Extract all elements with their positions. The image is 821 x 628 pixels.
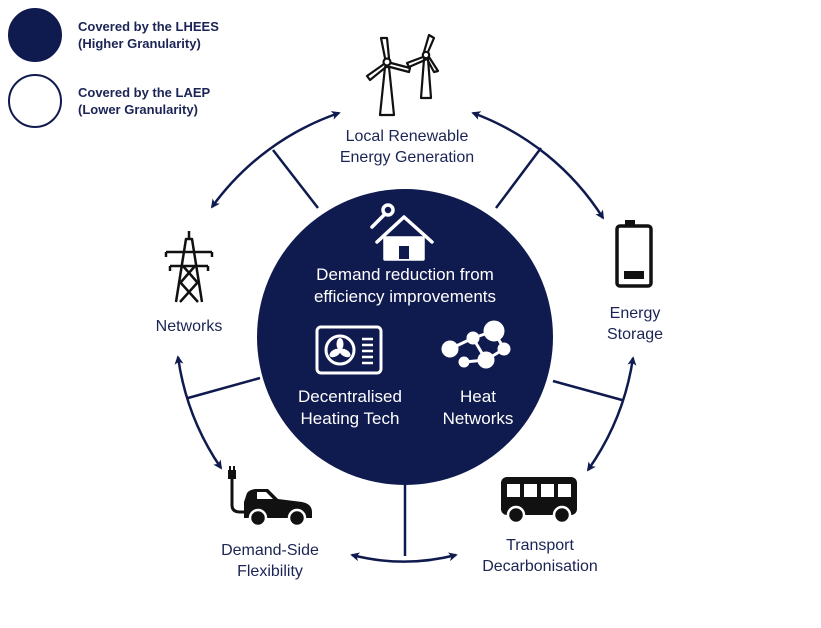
storage-line1: Energy <box>609 305 661 322</box>
bus-icon <box>501 477 577 525</box>
electric-car-icon <box>228 466 312 528</box>
flexibility-line1: Demand-Side <box>221 542 319 559</box>
renewable-label: Local Renewable Energy Generation <box>320 126 494 168</box>
heat-networks-line2: Networks <box>442 409 514 428</box>
transport-line1: Transport <box>506 537 574 554</box>
battery-icon <box>615 220 653 288</box>
demand-reduction-line1: Demand reduction from <box>316 265 494 284</box>
storage-label: Energy Storage <box>590 303 680 345</box>
arrow-renewable-storage <box>471 111 605 220</box>
arrow-networks-flexibility <box>174 355 223 470</box>
legend-swatch-filled <box>8 8 62 62</box>
legend-item-lhees: Covered by the LHEES (Higher Granularity… <box>8 8 219 62</box>
arrow-storage-transport <box>586 356 637 472</box>
house-wrench-icon <box>370 203 434 261</box>
heat-pump-icon <box>315 325 383 375</box>
network-nodes-icon <box>441 320 511 369</box>
heat-networks-line1: Heat <box>460 387 496 406</box>
legend-lhees-line2: (Higher Granularity) <box>78 36 201 51</box>
renewable-line2: Energy Generation <box>339 149 475 166</box>
legend-swatch-empty <box>8 74 62 128</box>
demand-reduction-line2: efficiency improvements <box>313 287 497 306</box>
spoke-left <box>187 376 261 400</box>
arrow-flexibility-transport <box>350 552 458 563</box>
legend-laep-line1: Covered by the LAEP <box>78 85 211 100</box>
central-circle <box>257 189 553 485</box>
networks-label: Networks <box>139 316 239 337</box>
cycle-arrows <box>174 111 637 563</box>
arrow-networks-renewable <box>210 111 341 209</box>
storage-line2: Storage <box>606 326 664 343</box>
decentralised-line2: Heating Tech <box>300 409 400 428</box>
transport-line2: Decarbonisation <box>482 558 598 575</box>
networks-line1: Networks <box>155 318 223 335</box>
pylon-icon <box>164 231 214 303</box>
flexibility-line2: Flexibility <box>237 563 303 580</box>
legend-laep-line2: (Lower Granularity) <box>78 102 198 117</box>
wind-turbine-icon <box>365 33 440 117</box>
legend-lhees-line1: Covered by the LHEES <box>78 19 219 34</box>
demand-reduction-label: Demand reduction from efficiency improve… <box>295 264 515 308</box>
heat-networks-label: Heat Networks <box>436 386 520 430</box>
spoke-top-left <box>272 149 319 209</box>
flexibility-label: Demand-Side Flexibility <box>200 540 340 582</box>
spoke-top-right <box>495 147 542 209</box>
transport-label: Transport Decarbonisation <box>465 535 615 577</box>
decentralised-heating-label: Decentralised Heating Tech <box>285 386 415 430</box>
decentralised-line1: Decentralised <box>298 387 402 406</box>
spoke-right <box>552 379 623 402</box>
legend-item-laep: Covered by the LAEP (Lower Granularity) <box>8 74 210 128</box>
renewable-line1: Local Renewable <box>345 128 469 145</box>
